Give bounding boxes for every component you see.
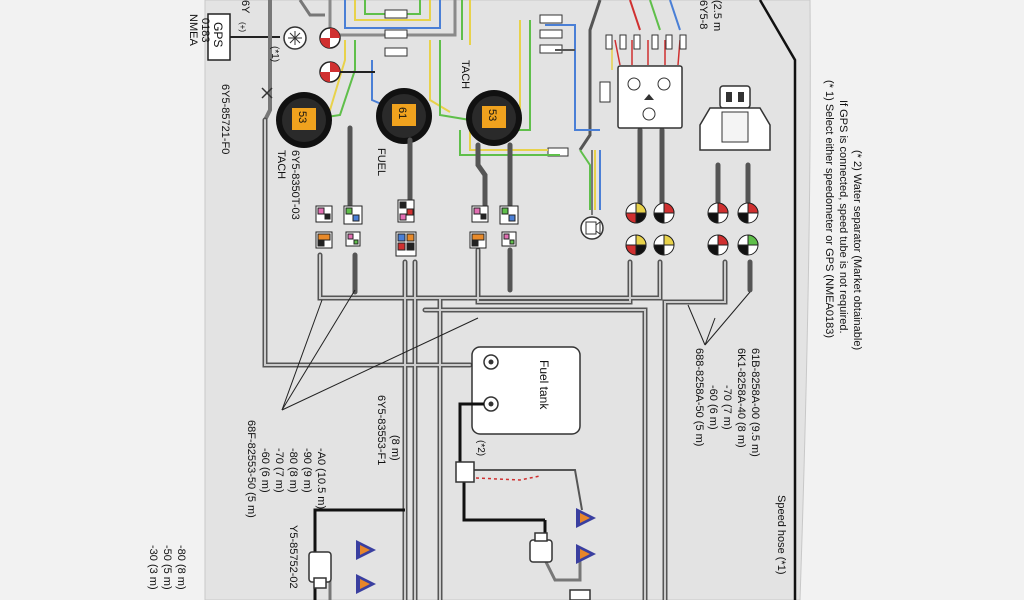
footnote-1-line2: If GPS is connected, speed tube is not r…	[837, 100, 849, 334]
part-688-line2: -60 (6 m)	[707, 385, 719, 430]
nmea-label: NMEA	[187, 14, 199, 46]
main-harness	[262, 117, 753, 600]
round-connectors-top	[319, 27, 375, 83]
fuel-valves	[308, 532, 591, 600]
key-switch-panel	[605, 34, 687, 129]
gps-block	[207, 0, 325, 121]
tach-left-display: 53	[296, 111, 308, 123]
fuel-gauge: 61	[376, 88, 432, 144]
part-6y5-length: (2.5 m	[711, 0, 723, 31]
tach-gauge-left: 53	[276, 92, 332, 148]
part-68f-line2: -60 (6 m)	[259, 448, 271, 493]
plus-label: (+)	[238, 22, 247, 32]
note-ref-1: (*1)	[269, 46, 280, 62]
part-6y5-85721: 6Y5-85721-F0	[219, 84, 231, 154]
part-68f-line6: -A0 (10.5 m)	[315, 448, 327, 509]
tach-right-display: 53	[486, 109, 498, 121]
tach-right-label: TACH	[459, 60, 471, 89]
remote-control	[699, 85, 771, 151]
part-688-line4: 6K1-8258A-40 (8 m)	[735, 348, 747, 448]
tach-left-label: TACH	[275, 150, 287, 179]
top-wire-bundle	[328, 0, 681, 151]
gps-label: GPS	[211, 22, 225, 47]
part-left-line2: -50 (5 m)	[161, 545, 173, 590]
round-connectors-row	[625, 202, 759, 256]
part-6y-top: 6Y	[239, 0, 251, 14]
part-68f-line4: -80 (8 m)	[287, 448, 299, 493]
fuel-tank-label: Fuel tank	[537, 360, 551, 410]
fuel-label: FUEL	[375, 148, 387, 176]
part-688-line1: 688-8258A-50 (5 m)	[693, 348, 705, 446]
footnote-1-line1: (* 1) Select either speedometer or GPS (…	[823, 80, 835, 338]
buzzer-icon	[580, 150, 604, 240]
tach-gauge-right: 53	[466, 90, 522, 146]
square-connectors	[315, 199, 519, 257]
part-68f-line1: 68F-82553-50 (5 m)	[245, 420, 257, 518]
part-688-line3: -70 (7 m)	[721, 385, 733, 430]
footnote-2-line1: (* 2) Water separator (Market obtainable…	[851, 150, 863, 350]
triangle-markers	[356, 508, 596, 594]
part-6y5-top: 6Y5-8	[697, 0, 709, 29]
nmea-0183-label: 0183	[199, 18, 211, 42]
fuel-gauge-display: 61	[396, 107, 408, 119]
speed-hose-line	[758, 0, 797, 600]
part-688-line5: 61B-8258A-00 (9.5 m)	[749, 348, 761, 457]
leader-lines	[281, 289, 751, 411]
fuel-tank	[471, 346, 581, 435]
part-68f-line5: -90 (9 m)	[301, 448, 313, 493]
part-68f-line3: -70 (7 m)	[273, 448, 285, 493]
part-6y5-83553-length: (8 m)	[389, 435, 401, 461]
part-6y5-83553: 6Y5-83553-F1	[375, 395, 387, 465]
note-ref-2: (*2)	[475, 440, 486, 456]
part-left-line1: -30 (3 m)	[147, 545, 159, 590]
water-separator-icon	[455, 461, 475, 483]
part-6y5-8350t: 6Y5-8350T-03	[289, 150, 301, 220]
part-y5-85752: Y5-85752-02	[287, 525, 299, 589]
part-left-line3: -80 (8 m)	[175, 545, 187, 590]
text-labels: NMEA 0183 GPS (+) (*1) 6Y5-85721-F0 TACH…	[147, 0, 863, 590]
speed-hose-label: Speed hose (*1)	[775, 495, 787, 575]
